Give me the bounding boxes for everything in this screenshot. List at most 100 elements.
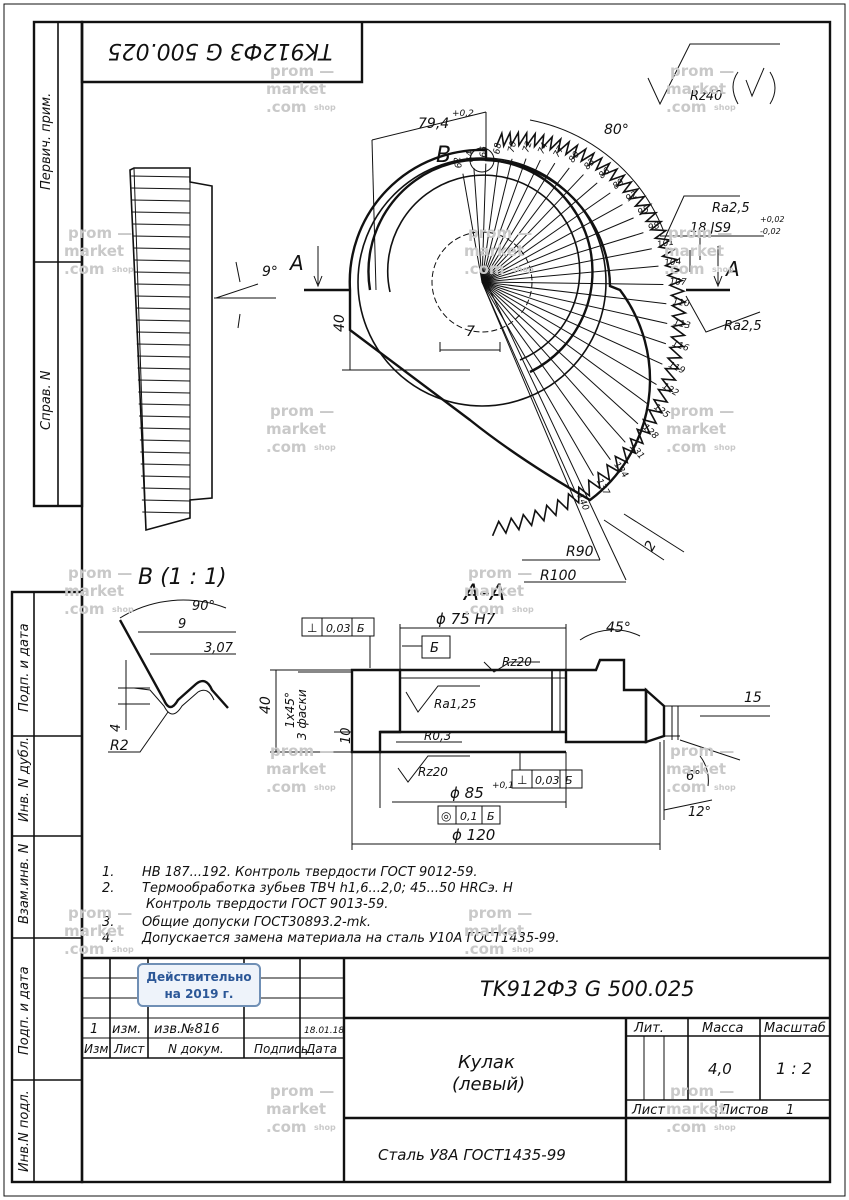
- svg-text:.com: .com: [64, 600, 105, 618]
- tb-part-name-1: Кулак: [458, 1052, 515, 1073]
- note-4-num: 4.: [102, 931, 114, 946]
- sheet-frame: [3, 3, 846, 1197]
- dim-2: 2: [642, 538, 660, 554]
- svg-text:shop: shop: [512, 265, 534, 274]
- tooth-radius-label: 68: [492, 142, 503, 155]
- svg-text:market: market: [666, 420, 726, 438]
- tb-hdr-lit: Лит.: [633, 1021, 664, 1036]
- side-label-inv-orig: Инв.N подл.: [17, 1090, 32, 1172]
- rz20-top: Rz20: [502, 655, 532, 669]
- tb-change-doc: изв.№816: [154, 1022, 220, 1037]
- note-2-num: 2.: [102, 881, 114, 896]
- technical-notes: 1. HB 187...192. Контроль твердости ГОСТ…: [102, 865, 559, 946]
- tol-frame-3: ◎ 0,1 Б: [437, 805, 501, 825]
- svg-text:shop: shop: [714, 783, 736, 792]
- tooth-radius-label: 92: [624, 190, 639, 204]
- tb-change-num: 1: [90, 1022, 98, 1037]
- r90: R90: [566, 544, 594, 560]
- tooth-radius-label: 66: [479, 146, 489, 158]
- svg-text:market: market: [464, 582, 524, 600]
- detail-b-dim-4: 4: [109, 724, 124, 732]
- section-mark-a-left: A: [288, 251, 304, 275]
- badge-line-1: Действительно: [146, 970, 252, 984]
- svg-text:prom —: prom —: [270, 1082, 334, 1100]
- detail-b-dim-307: 3,07: [204, 641, 234, 656]
- ra-right: Ra2,5: [724, 319, 762, 334]
- tb-scale: 1 : 2: [776, 1059, 812, 1078]
- validity-badge: Действительно на 2019 г.: [137, 963, 261, 1007]
- svg-text:prom —: prom —: [68, 564, 132, 582]
- dim-40-main: 40: [332, 314, 348, 332]
- top-stamp-text: TK912Ф3 G 500.025: [108, 38, 333, 63]
- svg-text:.com: .com: [666, 438, 707, 456]
- svg-text:shop: shop: [314, 1123, 336, 1132]
- dia-75: ϕ 75 H7: [436, 610, 496, 628]
- side-label-replace-inv: Взам.инв. N: [17, 843, 32, 924]
- side-label-ref-no: Справ. N: [39, 370, 54, 430]
- tooth-radius-label: 72: [521, 140, 534, 154]
- svg-text:prom —: prom —: [468, 564, 532, 582]
- note-2b-text: Контроль твердости ГОСТ 9013-59.: [146, 897, 388, 912]
- svg-text:Б: Б: [487, 810, 495, 823]
- tooth-radius-label: 110: [672, 297, 691, 309]
- svg-text:prom —: prom —: [270, 742, 334, 760]
- svg-text:market: market: [64, 582, 124, 600]
- svg-text:Б: Б: [357, 622, 365, 635]
- tb-col-date: Дата: [305, 1042, 337, 1056]
- svg-text:market: market: [666, 760, 726, 778]
- svg-text:prom —: prom —: [670, 1082, 734, 1100]
- detail-b-title: B (1 : 1): [138, 565, 227, 590]
- note-2-text: Термообработка зубьев ТВЧ h1,6...2,0; 45…: [142, 881, 513, 896]
- detail-b: B (1 : 1) 90° 9 3,07 4 R2: [108, 565, 236, 754]
- svg-text:.com: .com: [464, 600, 505, 618]
- general-roughness: Rz40: [647, 43, 780, 106]
- tooth-profile: [491, 129, 688, 537]
- svg-text:shop: shop: [112, 605, 134, 614]
- watermark-logo: prom —market.com shop: [64, 564, 134, 618]
- svg-text:prom —: prom —: [68, 904, 132, 922]
- svg-text:.com: .com: [266, 778, 307, 796]
- svg-text:prom —: prom —: [468, 904, 532, 922]
- tb-change-date: 18.01.18: [304, 1026, 344, 1036]
- side-label-inv-dup: Инв. N дубл.: [17, 737, 32, 822]
- section-mark-a-right: A: [724, 257, 740, 281]
- datum-b: Б: [430, 641, 439, 656]
- note-4-text: Допускается замена материала на сталь У1…: [141, 931, 559, 946]
- svg-text:.com: .com: [266, 98, 307, 116]
- svg-text:.com: .com: [464, 940, 505, 958]
- svg-text:.com: .com: [666, 98, 707, 116]
- svg-text:shop: shop: [712, 265, 734, 274]
- svg-text:shop: shop: [512, 605, 534, 614]
- svg-text:market: market: [666, 1100, 726, 1118]
- detail-b-r2: R2: [110, 738, 129, 754]
- dim-7: 7: [466, 324, 475, 340]
- svg-text:shop: shop: [714, 443, 736, 452]
- detail-b-angle: 90°: [192, 599, 215, 614]
- dim-width: 79,4: [418, 116, 449, 132]
- svg-text:shop: shop: [314, 443, 336, 452]
- angle-total: 80°: [604, 122, 629, 138]
- svg-text:market: market: [266, 80, 326, 98]
- svg-text:market: market: [666, 80, 726, 98]
- title-block: TK912Ф3 G 500.025 Кулак (левый) Сталь У8…: [82, 956, 830, 1182]
- svg-text:shop: shop: [112, 265, 134, 274]
- tooth-radius-label: 101: [656, 237, 675, 250]
- tb-hdr-sheets: Листов: [719, 1103, 769, 1118]
- svg-text:market: market: [266, 420, 326, 438]
- top-stamp: TK912Ф3 G 500.025: [80, 22, 364, 84]
- tol-frame-1: ⊥ 0,03 Б: [301, 617, 375, 668]
- watermark-logo: prom —market.com shop: [464, 564, 534, 618]
- svg-text:market: market: [664, 242, 724, 260]
- dia-85-tol: +0,1: [492, 781, 514, 791]
- chamfer-note: 3 фаски: [295, 689, 309, 740]
- tooth-radius-label: 98: [647, 221, 661, 234]
- svg-text:shop: shop: [714, 103, 736, 112]
